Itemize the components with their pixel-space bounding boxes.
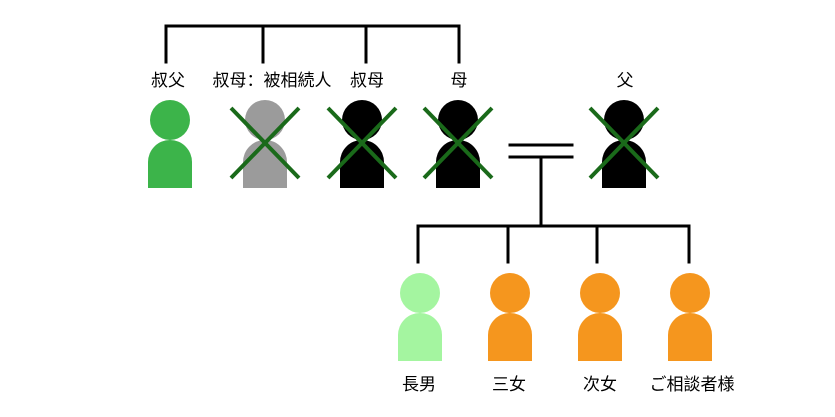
person-second-daughter <box>578 273 622 361</box>
label-aunt-deceased-heir: 叔母：被相続人 <box>212 71 332 91</box>
person-head <box>670 273 710 313</box>
deceased-cross-icon <box>588 106 660 180</box>
person-body <box>602 140 646 188</box>
label-second-daughter: 次女 <box>583 375 617 395</box>
person-head <box>245 100 285 140</box>
label-mother: 母 <box>450 71 468 91</box>
deceased-cross-icon <box>229 106 301 180</box>
person-mother <box>422 100 494 188</box>
person-consultant <box>668 273 712 361</box>
person-body <box>398 313 442 361</box>
label-eldest-son: 長男 <box>402 375 436 395</box>
person-head <box>400 273 440 313</box>
label-father: 父 <box>616 71 634 91</box>
person-head <box>342 100 382 140</box>
label-consultant: ご相談者様 <box>649 375 735 395</box>
person-body <box>243 140 287 188</box>
person-body <box>578 313 622 361</box>
label-aunt: 叔母 <box>350 71 384 91</box>
person-aunt-deceased-heir <box>229 100 301 188</box>
deceased-cross-icon <box>422 106 494 180</box>
person-eldest-son <box>398 273 442 361</box>
person-head <box>604 100 644 140</box>
person-uncle <box>148 100 192 188</box>
person-head <box>580 273 620 313</box>
person-head <box>490 273 530 313</box>
person-body <box>436 140 480 188</box>
children-connector <box>416 224 691 264</box>
person-aunt <box>326 100 398 188</box>
person-head <box>150 100 190 140</box>
label-third-daughter: 三女 <box>492 375 526 395</box>
person-body <box>488 313 532 361</box>
person-father <box>588 100 660 188</box>
sibling-connector <box>164 24 461 64</box>
deceased-cross-icon <box>326 106 398 180</box>
person-body <box>340 140 384 188</box>
person-body <box>148 140 192 188</box>
label-uncle: 叔父 <box>151 71 185 91</box>
person-body <box>668 313 712 361</box>
person-third-daughter <box>488 273 532 361</box>
person-head <box>438 100 478 140</box>
marriage-line <box>508 143 574 228</box>
